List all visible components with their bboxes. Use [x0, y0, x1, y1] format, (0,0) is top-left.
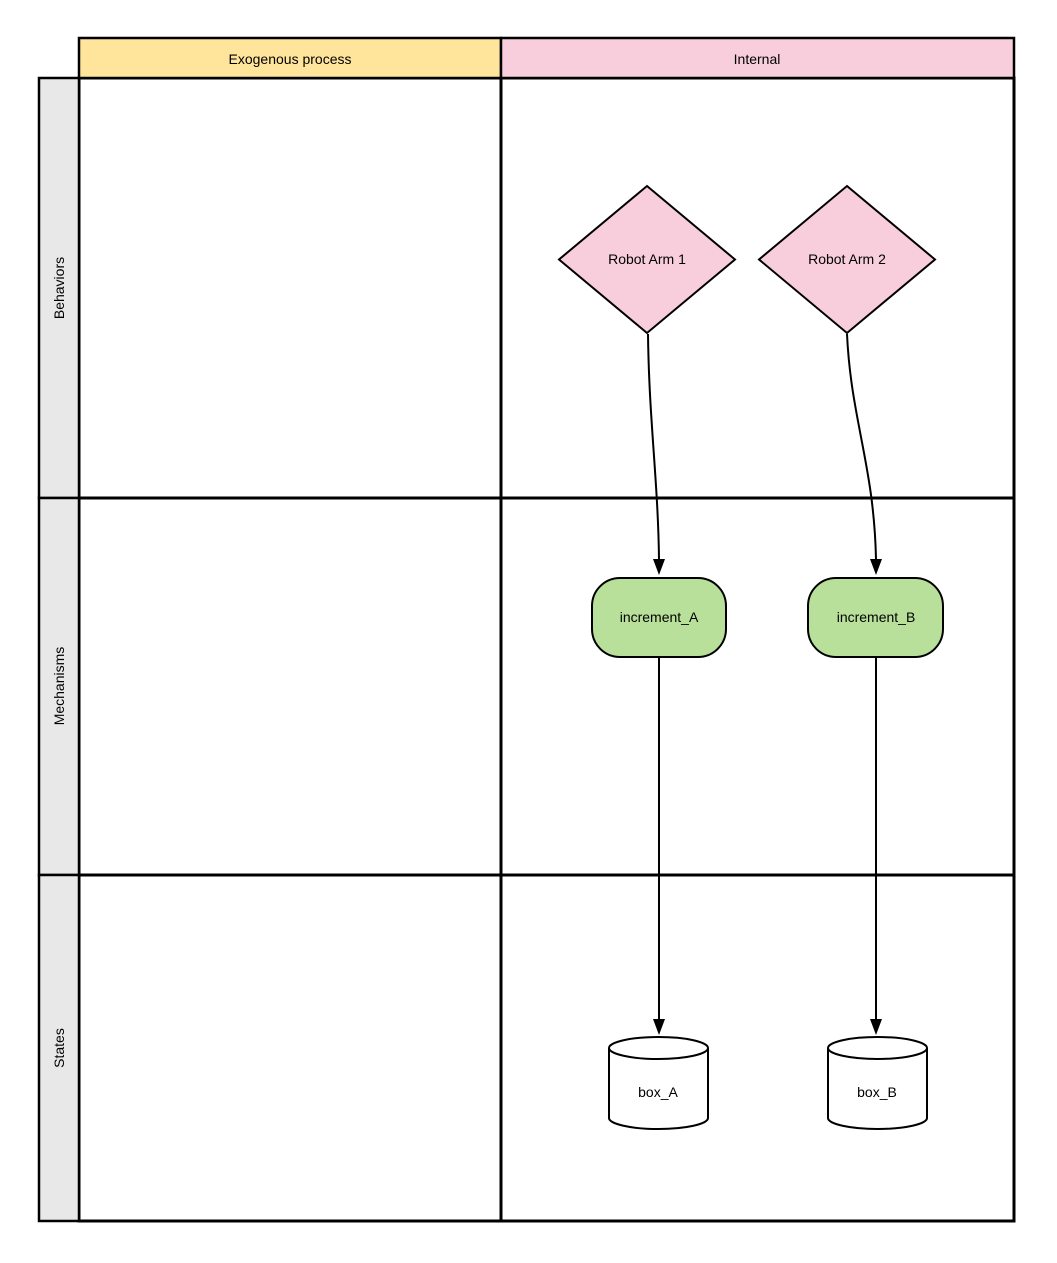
node-increment-b[interactable]: increment_B	[807, 577, 944, 658]
robot-arm-1-diamond-shape[interactable]	[557, 184, 737, 335]
box-b-label: box_B	[857, 1084, 897, 1100]
cell-behaviors-internal	[499, 76, 1016, 500]
arrowhead-increment-a	[653, 559, 665, 575]
column-header-exogenous	[77, 36, 503, 80]
column-header-internal	[499, 36, 1016, 80]
increment-b-label: increment_B	[837, 609, 916, 625]
box-a-label: box_A	[638, 1084, 678, 1100]
column-header-internal-label: Internal	[734, 51, 781, 67]
increment-a-label: increment_A	[620, 609, 699, 625]
column-headers: Exogenous process Internal	[77, 36, 1016, 80]
box-b-cylinder-body[interactable]	[827, 1048, 928, 1130]
edges	[647, 333, 882, 1035]
nodes: Robot Arm 1 Robot Arm 2 increment_A incr…	[557, 184, 944, 1130]
row-header-mechanisms-label: Mechanisms	[51, 647, 67, 726]
node-box-b[interactable]: box_B	[827, 1036, 928, 1130]
increment-a-rounded-rect-shape[interactable]	[591, 577, 727, 658]
arrowhead-increment-b	[870, 559, 882, 575]
cell-behaviors-exogenous	[77, 76, 503, 500]
node-box-a[interactable]: box_A	[608, 1036, 709, 1130]
row-header-mechanisms	[37, 496, 81, 877]
node-robot-arm-1[interactable]: Robot Arm 1	[557, 184, 737, 335]
box-a-cylinder-body[interactable]	[608, 1048, 709, 1130]
robot-arm-2-diamond-shape[interactable]	[757, 184, 937, 335]
node-robot-arm-2[interactable]: Robot Arm 2	[757, 184, 937, 335]
cell-mechanisms-internal	[499, 496, 1016, 877]
box-b-cylinder-top[interactable]	[827, 1036, 928, 1060]
grid-cells	[77, 76, 1016, 1223]
robot-arm-2-label: Robot Arm 2	[808, 251, 886, 267]
arrowhead-box-b	[870, 1019, 882, 1035]
row-header-states-label: States	[51, 1028, 67, 1068]
arrowhead-box-a	[653, 1019, 665, 1035]
cell-states-internal	[499, 873, 1016, 1223]
cell-mechanisms-exogenous	[77, 496, 503, 877]
box-a-cylinder-top[interactable]	[608, 1036, 709, 1060]
row-header-behaviors-label: Behaviors	[51, 257, 67, 319]
row-header-states	[37, 873, 81, 1223]
column-header-exogenous-label: Exogenous process	[229, 51, 352, 67]
increment-b-rounded-rect-shape[interactable]	[807, 577, 944, 658]
robot-arm-1-label: Robot Arm 1	[608, 251, 686, 267]
edge-robot-arm-1-to-increment-a	[647, 333, 660, 560]
cell-states-exogenous	[77, 873, 503, 1223]
node-increment-a[interactable]: increment_A	[591, 577, 727, 658]
row-headers: Behaviors Mechanisms States	[37, 76, 81, 1223]
edge-robot-arm-2-to-increment-b	[846, 333, 877, 560]
